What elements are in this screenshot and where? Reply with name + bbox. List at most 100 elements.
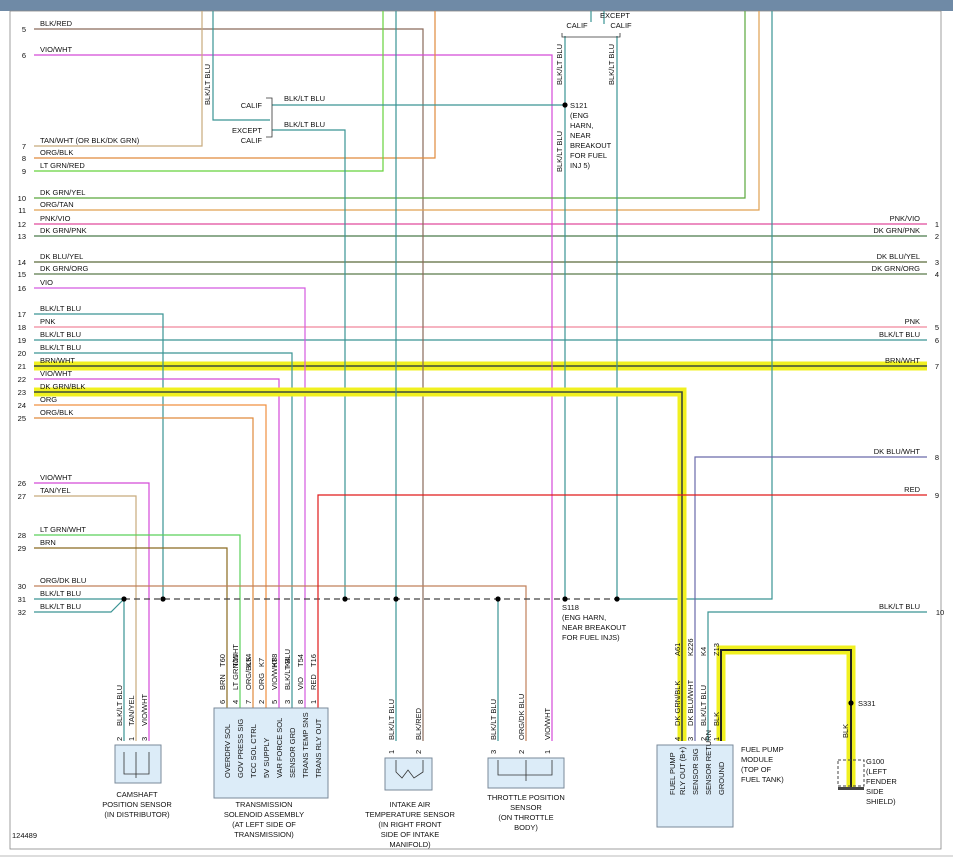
left-pin-19: 19: [18, 336, 26, 345]
trans-circuit-2: K54: [244, 654, 253, 667]
left-pin-32: 32: [18, 608, 26, 617]
s118-label: S118: [562, 603, 579, 612]
wire-20-blk-lt-blu: [34, 352, 293, 599]
right-pin-2: 2: [935, 232, 939, 241]
trans-function-3: 5V SUPPLY: [262, 738, 271, 778]
left-pin-5: 5: [22, 25, 26, 34]
tps-wire-2: VIO/WHT: [543, 708, 552, 740]
fuel-pump-box: [656, 744, 734, 828]
left-pin-16-wire: VIO: [40, 278, 53, 287]
camshaft-title-1: POSITION SENSOR: [102, 800, 172, 809]
trans-title-2: (AT LEFT SIDE OF: [232, 820, 296, 829]
trans-wire-2: ORG/BLK: [244, 657, 253, 690]
tps-pin-1: 1: [543, 750, 552, 754]
calif-bracket: [266, 97, 273, 138]
left-pin-7: 7: [22, 142, 26, 151]
left-pin-29: 29: [18, 544, 26, 553]
fuel-function-1: SENSOR SIG: [691, 748, 700, 795]
fuel-wire-3: BLK: [712, 712, 721, 726]
wire-26-vio-wht: [34, 482, 150, 741]
calif-vertical-wire-label: BLK/LT BLU: [203, 64, 212, 105]
wire-23-dk-grn-blk-highlight: [34, 387, 687, 741]
top-except-wire-label: BLK/LT BLU: [607, 44, 616, 85]
left-pin-7-wire: TAN/WHT (OR BLK/DK GRN): [40, 136, 140, 145]
right-pin-9: 9: [935, 491, 939, 500]
s121-desc-0: (ENG: [570, 111, 589, 120]
wire-layer: [34, 11, 927, 790]
left-pin-8-wire: ORG/BLK: [40, 148, 73, 157]
trans-function-4: VAR FORCE SOL: [275, 718, 284, 778]
trans-pin-6: 6: [218, 700, 227, 704]
trans-wire-3: ORG: [257, 673, 266, 690]
left-pin-15: 15: [18, 270, 26, 279]
fuel-wire-0: DK GRN/BLK: [673, 681, 682, 726]
iat-pin-1: 1: [387, 750, 396, 754]
wire-24-org: [34, 404, 267, 708]
wire-11-org-tan: [34, 11, 760, 211]
ground-desc-1: FENDER: [866, 777, 897, 786]
camshaft-title-0: CAMSHAFT: [116, 790, 158, 799]
splice-dot-5: [562, 596, 568, 602]
trans-pin-8: 8: [296, 700, 305, 704]
left-pin-24-wire: ORG: [40, 395, 57, 404]
tps-pin-2: 2: [517, 750, 526, 754]
trans-function-6: TRANS TEMP SNS: [301, 712, 310, 778]
left-pin-9-wire: LT GRN/RED: [40, 161, 85, 170]
left-pin-13-wire: DK GRN/PNK: [40, 226, 87, 235]
tps-pin-3: 3: [489, 750, 498, 754]
s121-desc-2: NEAR: [570, 131, 591, 140]
left-pin-5-wire: BLK/RED: [40, 19, 73, 28]
right-pin-7-wire: BRN/WHT: [885, 356, 920, 365]
s121-desc-3: BREAKOUT: [570, 141, 612, 150]
right-pin-5-wire: PNK: [905, 317, 920, 326]
tps-wire-1: ORG/DK BLU: [517, 694, 526, 740]
top-except-label: EXCEPT: [600, 11, 630, 20]
right-pin-9-wire: RED: [904, 485, 920, 494]
wire-6-vio-wht: [34, 54, 553, 741]
wire-16-vio: [34, 287, 306, 708]
left-pin-21: 21: [18, 362, 26, 371]
left-pin-30: 30: [18, 582, 26, 591]
left-pin-26-wire: VIO/WHT: [40, 473, 72, 482]
right-pin-10-wire: BLK/LT BLU: [879, 602, 920, 611]
s331-label: S331: [858, 699, 876, 708]
iat-title-4: MANIFOLD): [389, 840, 431, 849]
camshaft-wire-2: VIO/WHT: [140, 694, 149, 726]
left-pin-23-wire: DK GRN/BLK: [40, 382, 85, 391]
wire-calif-left-vertical: [212, 11, 270, 121]
ground-name: G100: [866, 757, 884, 766]
trans-function-5: SENSOR GRD: [288, 727, 297, 778]
tps-sensor-symbol: [497, 760, 553, 781]
trans-title-1: SOLENOID ASSEMBLY: [224, 810, 304, 819]
trans-wire-4: VIO/WHT: [270, 658, 279, 690]
right-pin-8-wire: DK BLU/WHT: [874, 447, 921, 456]
trans-title-0: TRANSMISSION: [235, 800, 292, 809]
right-pin-10: 10: [936, 608, 944, 617]
left-pin-22-wire: VIO/WHT: [40, 369, 72, 378]
trans-pin-1: 1: [309, 700, 318, 704]
wire-right-8-dk-blu-wht: [694, 456, 927, 741]
trans-solenoid-box: [213, 707, 329, 799]
splice-dot-1: [160, 596, 166, 602]
s121-vertical-wire-label: BLK/LT BLU: [555, 131, 564, 172]
fuel-wire-1: DK BLU/WHT: [686, 679, 695, 726]
left-pin-22: 22: [18, 375, 26, 384]
iat-sensor-box: [384, 757, 433, 791]
except-calif-label: CALIF: [241, 136, 263, 145]
right-pin-3: 3: [935, 258, 939, 267]
left-pin-27: 27: [18, 492, 26, 501]
right-pin-6: 6: [935, 336, 939, 345]
fuel-circuit-2: K4: [699, 647, 708, 656]
trans-wire-7: RED: [309, 674, 318, 690]
figure-id: 124489: [12, 831, 37, 840]
right-pin-7: 7: [935, 362, 939, 371]
right-pin-8: 8: [935, 453, 939, 462]
left-pin-31-wire: BLK/LT BLU: [40, 589, 81, 598]
left-pin-28: 28: [18, 531, 26, 540]
right-pin-4-wire: DK GRN/ORG: [872, 264, 921, 273]
left-pin-10-wire: DK GRN/YEL: [40, 188, 85, 197]
camshaft-title-2: (IN DISTRIBUTOR): [104, 810, 170, 819]
trans-function-2: TCC SOL CTRL: [249, 724, 258, 778]
